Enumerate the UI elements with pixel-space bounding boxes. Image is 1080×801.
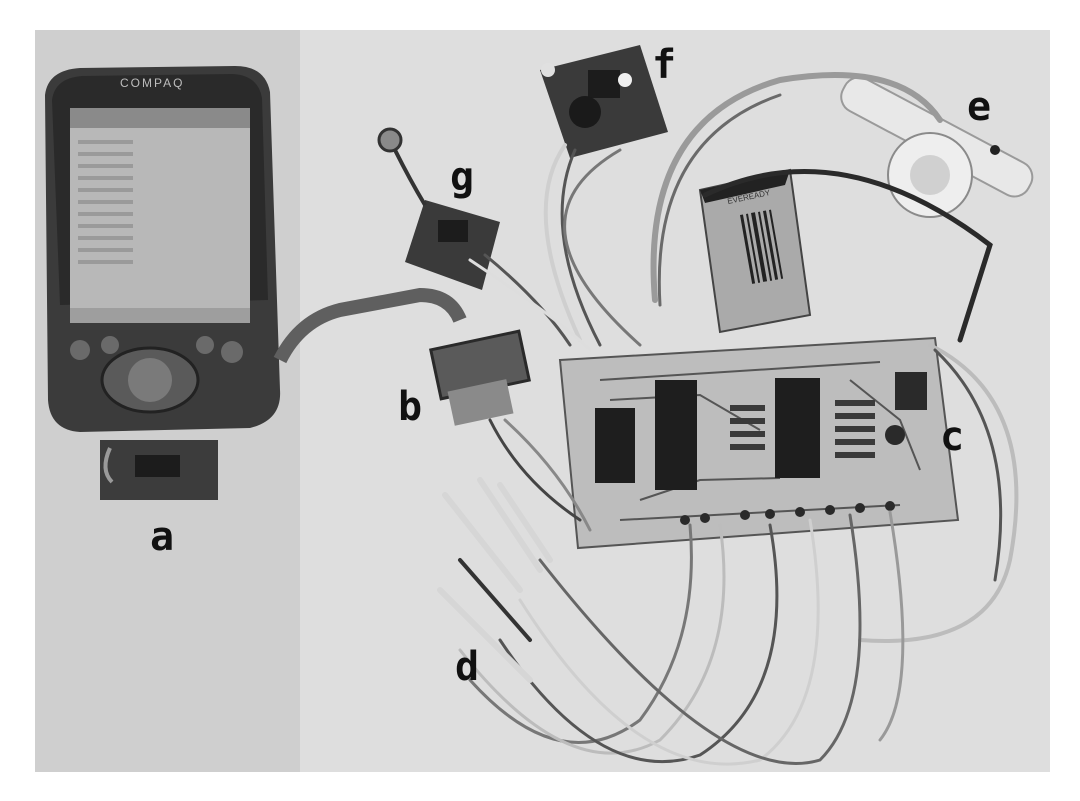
serial-connector [429, 329, 531, 426]
label-f: f [652, 42, 676, 88]
label-a: a [150, 514, 174, 560]
pda-device: COMPAQ [45, 66, 281, 500]
ribbon-cable [273, 287, 467, 364]
ic-chip [655, 380, 697, 490]
pda-button [221, 341, 243, 363]
label-d: d [455, 644, 479, 690]
label-c: c [940, 414, 964, 460]
ic-chip [775, 378, 820, 478]
main-circuit-board [558, 336, 960, 550]
wires [437, 72, 1019, 766]
label-b: b [398, 384, 422, 430]
voltage-regulator [895, 372, 927, 410]
pda-brand: COMPAQ [120, 76, 184, 90]
ic-chip [595, 408, 635, 483]
sensor-board-g [377, 127, 500, 290]
pda-button [70, 340, 90, 360]
pda-button [101, 336, 119, 354]
label-g: g [450, 154, 474, 200]
label-e: e [967, 84, 991, 130]
battery: EVEREADY [698, 168, 812, 334]
pda-button [196, 336, 214, 354]
sensor-board-f [540, 45, 668, 158]
